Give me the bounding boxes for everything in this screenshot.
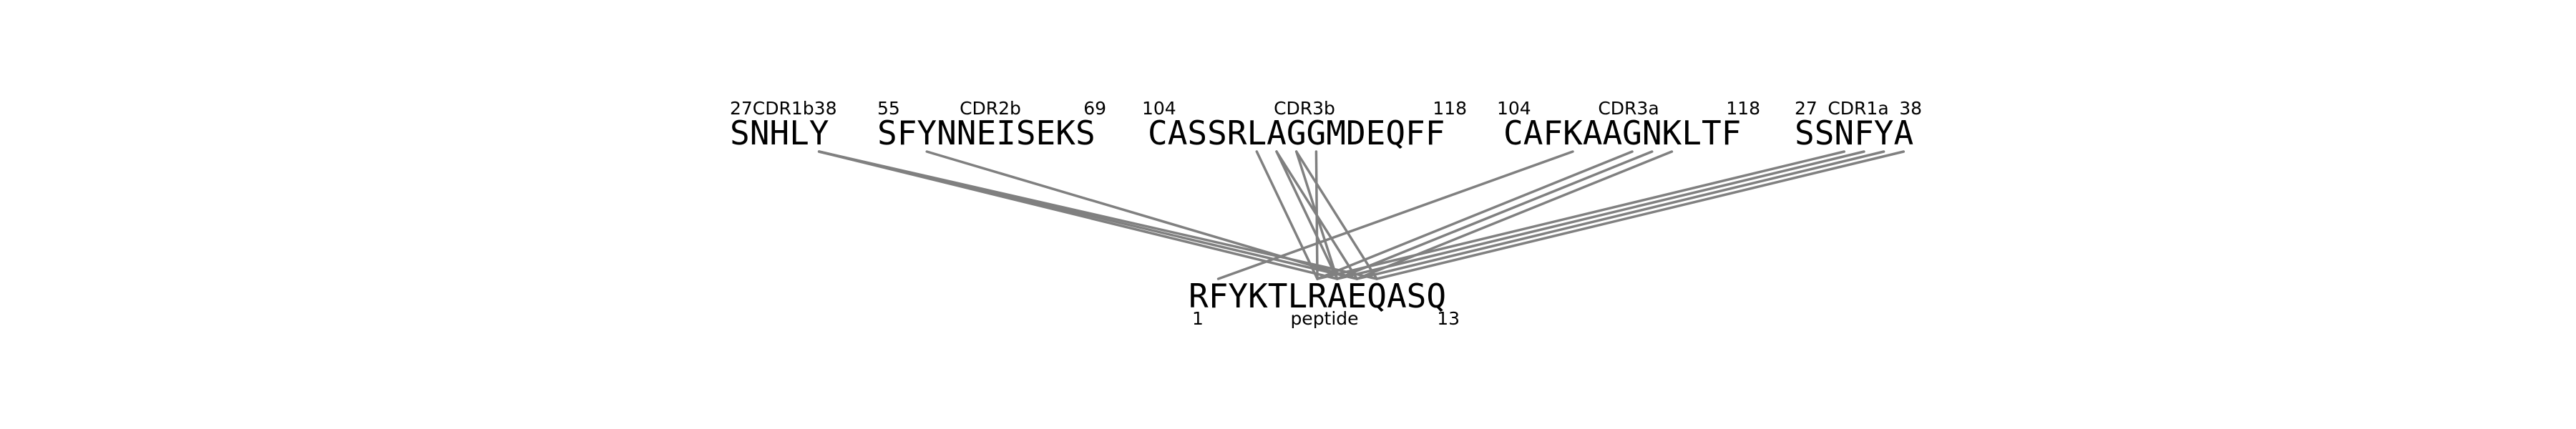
cdr1b-range-label: 27CDR1b38 bbox=[730, 98, 836, 119]
peptide-segment: RFYKTLRAEQASQ 1 peptide 13 bbox=[1189, 277, 1460, 329]
cdr2b-start: 55 bbox=[877, 98, 900, 119]
contact-line-cdr3a-11 bbox=[1316, 150, 1634, 280]
cdr2b-end: 69 bbox=[1083, 98, 1106, 119]
cdr3a-sequence: CAFKAAGNKLTF bbox=[1503, 114, 1741, 152]
peptide-start: 1 bbox=[1192, 308, 1204, 329]
cdr3b-segment: 104 CDR3b 118 CASSRLAGGMDEQFF bbox=[1142, 98, 1467, 152]
cdr3b-name: CDR3b bbox=[1274, 98, 1335, 119]
cdr1b-sequence: SNHLY bbox=[730, 114, 829, 152]
cdr1a-segment: 27 CDR1a 38 SSNFYA bbox=[1795, 98, 1922, 152]
contact-line-cdr1a-16 bbox=[1355, 150, 1885, 280]
cdr1b-segment: 27CDR1b38 SNHLY bbox=[730, 98, 836, 152]
cdr3b-end: 118 bbox=[1433, 98, 1467, 119]
contact-line-cdr3b-5 bbox=[1275, 150, 1339, 280]
cdr3b-sequence: CASSRLAGGMDEQFF bbox=[1148, 114, 1445, 152]
cdr2b-sequence: SFYNNEISEKS bbox=[877, 114, 1096, 152]
cdr1a-start: 27 bbox=[1795, 98, 1818, 119]
cdr3a-start: 104 bbox=[1497, 98, 1531, 119]
contact-line-cdr1a-14 bbox=[1316, 150, 1845, 280]
contact-line-cdr1a-17 bbox=[1375, 150, 1906, 280]
contact-lines bbox=[817, 150, 1906, 280]
peptide-end: 13 bbox=[1437, 308, 1460, 329]
cdr2b-name: CDR2b bbox=[960, 98, 1021, 119]
peptide-name: peptide bbox=[1290, 308, 1358, 329]
cdr1a-name: CDR1a bbox=[1828, 98, 1888, 119]
cdr3a-name: CDR3a bbox=[1598, 98, 1659, 119]
contact-line-cdr3b-9 bbox=[1314, 150, 1319, 280]
contact-line-cdr3b-4 bbox=[1255, 150, 1319, 280]
contact-line-cdr3a-12 bbox=[1335, 150, 1654, 280]
cdr3a-end: 118 bbox=[1726, 98, 1760, 119]
cdr2b-segment: 55 CDR2b 69 SFYNNEISEKS bbox=[877, 98, 1106, 152]
cdr3b-start: 104 bbox=[1142, 98, 1176, 119]
cdr1a-end: 38 bbox=[1899, 98, 1922, 119]
peptide-sequence: RFYKTLRAEQASQ bbox=[1189, 277, 1446, 315]
contact-line-cdr3b-8 bbox=[1294, 150, 1378, 280]
cdr3a-segment: 104 CDR3a 118 CAFKAAGNKLTF bbox=[1497, 98, 1760, 152]
contact-line-cdr2b-3 bbox=[925, 150, 1359, 280]
cdr1a-sequence: SSNFYA bbox=[1795, 114, 1913, 152]
contact-line-cdr1a-15 bbox=[1335, 150, 1865, 280]
contact-line-cdr3a-10 bbox=[1216, 150, 1574, 280]
